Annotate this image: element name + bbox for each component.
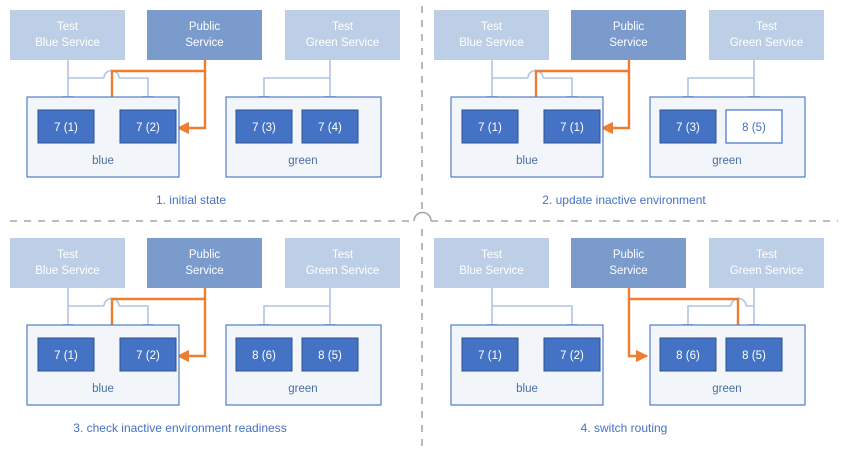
p4-public-service-line1: Public <box>613 249 645 261</box>
p1-instance-1-label: 7 (1) <box>54 122 78 134</box>
p3-test-green-service[interactable] <box>285 238 400 288</box>
p1-test-green-service-line1: Test <box>332 21 354 33</box>
p2-test-green-service[interactable] <box>709 10 824 60</box>
panel-4: blue green 7 (1) 7 (2) 8 (6) 8 (5) Test … <box>434 238 824 435</box>
p1-instance-4[interactable] <box>301 109 359 144</box>
p4-test-green-service-line1: Test <box>756 249 778 261</box>
p4-test-blue-service-line2: Blue Service <box>459 265 524 277</box>
p2-instance-1[interactable] <box>461 109 519 144</box>
p2-instance-3[interactable] <box>659 109 717 144</box>
p4-blue-env-label: blue <box>516 383 538 395</box>
p4-public-service-line2: Service <box>609 265 647 277</box>
p2-blue-env-label: blue <box>516 155 538 167</box>
p1-public-service-line1: Public <box>189 21 221 33</box>
panel-1: blue green 7 (1) 7 (2) 7 (3) 7 (4) Test … <box>10 10 400 207</box>
p2-green-env-label: green <box>712 155 741 167</box>
p3-instance-2[interactable] <box>119 337 177 372</box>
p3-orange-arrow-inst2 <box>176 299 207 363</box>
p2-instance-1-label: 7 (1) <box>478 122 502 134</box>
p2-instance-2[interactable] <box>543 109 601 144</box>
p4-orange-arrow-inst3 <box>627 288 649 363</box>
p1-public-service-line2: Service <box>185 37 223 49</box>
p2-public-service-line1: Public <box>613 21 645 33</box>
p4-test-green-service-line2: Green Service <box>730 265 804 277</box>
p1-test-blue-service[interactable] <box>10 10 125 60</box>
p3-arrow-testgreen-to-inst3 <box>258 288 331 336</box>
p3-test-green-service-line1: Test <box>332 249 354 261</box>
p1-test-blue-service-line2: Blue Service <box>35 37 100 49</box>
p1-public-service[interactable] <box>147 10 262 60</box>
p3-test-blue-service[interactable] <box>10 238 125 288</box>
p1-caption: 1. initial state <box>156 193 226 207</box>
panel-dividers <box>10 6 838 450</box>
p1-test-green-service[interactable] <box>285 10 400 60</box>
p1-arrow-testgreen-to-inst3 <box>258 60 331 108</box>
p3-test-blue-service-line2: Blue Service <box>35 265 100 277</box>
p3-public-service[interactable] <box>147 238 262 288</box>
p2-public-service-line2: Service <box>609 37 647 49</box>
p4-instance-1-label: 7 (1) <box>478 350 502 362</box>
p1-instance-4-label: 7 (4) <box>318 122 342 134</box>
p4-green-env-label: green <box>712 383 741 395</box>
p2-test-blue-service-line2: Blue Service <box>459 37 524 49</box>
p2-instance-4-starting[interactable] <box>725 109 783 144</box>
p4-instance-1[interactable] <box>461 337 519 372</box>
p2-public-service[interactable] <box>571 10 686 60</box>
p1-instance-1[interactable] <box>37 109 95 144</box>
p1-instance-3-label: 7 (3) <box>252 122 276 134</box>
p2-instance-4-label: 8 (5) <box>742 122 766 134</box>
p4-line-testgreen-branch-a <box>746 288 755 307</box>
p3-public-service-line2: Service <box>185 265 223 277</box>
p1-test-green-service-line2: Green Service <box>306 37 380 49</box>
p4-instance-3-label: 8 (6) <box>676 350 700 362</box>
p1-instance-2-label: 7 (2) <box>136 122 160 134</box>
p3-test-blue-service-line1: Test <box>57 249 79 261</box>
p4-test-blue-service[interactable] <box>434 238 549 288</box>
p1-orange-arrow-inst2 <box>176 71 207 135</box>
p1-instance-3[interactable] <box>235 109 293 144</box>
p3-instance-4[interactable] <box>301 337 359 372</box>
p3-test-green-service-line2: Green Service <box>306 265 380 277</box>
p2-test-blue-service-line1: Test <box>481 21 503 33</box>
p2-test-blue-service[interactable] <box>434 10 549 60</box>
p3-instance-2-label: 7 (2) <box>136 350 160 362</box>
p4-test-blue-service-line1: Test <box>481 249 503 261</box>
p4-instance-4[interactable] <box>725 337 783 372</box>
p2-instance-2-label: 7 (1) <box>560 122 584 134</box>
p2-test-green-service-line2: Green Service <box>730 37 804 49</box>
p3-instance-3[interactable] <box>235 337 293 372</box>
p4-test-green-service[interactable] <box>709 238 824 288</box>
p3-instance-3-label: 8 (6) <box>252 350 276 362</box>
p1-instance-2[interactable] <box>119 109 177 144</box>
p3-instance-4-label: 8 (5) <box>318 350 342 362</box>
p3-public-service-line1: Public <box>189 249 221 261</box>
p2-arrow-testgreen-to-inst3 <box>682 60 755 108</box>
panel-2: blue green 7 (1) 7 (1) 7 (3) 8 (5) Test … <box>434 10 824 207</box>
p2-instance-3-label: 7 (3) <box>676 122 700 134</box>
p3-instance-1-label: 7 (1) <box>54 350 78 362</box>
p4-instance-4-label: 8 (5) <box>742 350 766 362</box>
p3-blue-env-label: blue <box>92 383 114 395</box>
p3-instance-1[interactable] <box>37 337 95 372</box>
p4-instance-3[interactable] <box>659 337 717 372</box>
p4-instance-2[interactable] <box>543 337 601 372</box>
p4-public-service[interactable] <box>571 238 686 288</box>
p1-blue-env-label: blue <box>92 155 114 167</box>
panel-3: blue green 7 (1) 7 (2) 8 (6) 8 (5) Test … <box>10 238 400 435</box>
p2-orange-arrow-inst2 <box>600 71 631 135</box>
p3-caption: 3. check inactive environment readiness <box>73 421 286 435</box>
divider-crossing-hop <box>413 211 432 222</box>
p2-test-green-service-line1: Test <box>756 21 778 33</box>
p1-test-blue-service-line1: Test <box>57 21 79 33</box>
p3-green-env-label: green <box>288 383 317 395</box>
p2-caption: 2. update inactive environment <box>542 193 706 207</box>
p4-caption: 4. switch routing <box>581 421 668 435</box>
p1-green-env-label: green <box>288 155 317 167</box>
p4-instance-2-label: 7 (2) <box>560 350 584 362</box>
